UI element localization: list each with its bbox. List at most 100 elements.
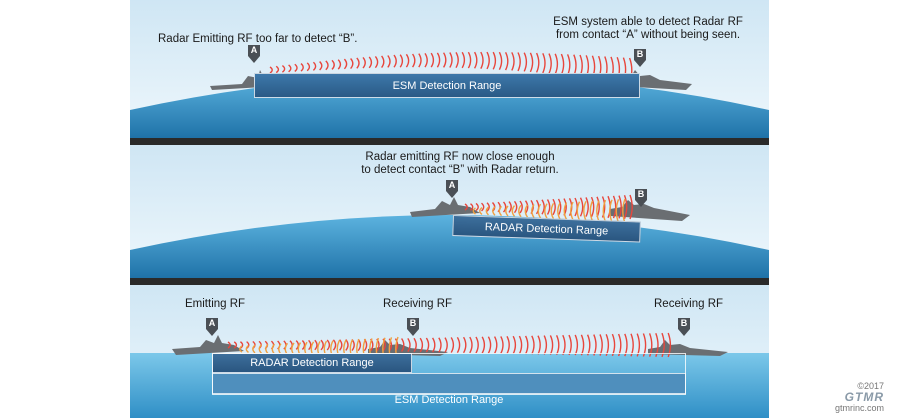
radar-wave-arc [419, 337, 424, 353]
marker-b-far: B [677, 317, 691, 337]
radar-wave-arc [461, 51, 466, 69]
radar-wave-arc [529, 52, 534, 73]
radar-wave-arc [517, 52, 521, 72]
radar-wave-arc [552, 198, 556, 216]
return-wave-arc [498, 205, 503, 217]
label-emitting-rf: Emitting RF [185, 298, 246, 310]
radar-wave-arc [418, 53, 422, 68]
radar-wave-arc [470, 203, 474, 211]
radar-wave-arc [456, 336, 461, 354]
radar-wave-arc [498, 51, 503, 70]
ship-a [410, 197, 480, 217]
radar-wave-arc [585, 197, 589, 217]
caption-radar-line-1: Radar emitting RF now close enough [365, 151, 555, 163]
radar-wave-arc [629, 194, 633, 220]
caption-close-enough: Radar emitting RF now close enough to de… [325, 151, 595, 177]
radar-wave-arc [314, 339, 318, 351]
radar-wave-arc [636, 333, 641, 357]
radar-wave-arc [430, 52, 435, 68]
return-wave-arc [544, 203, 548, 219]
radar-wave-arc [449, 52, 453, 68]
panel-1-scene [130, 0, 769, 138]
radar-wave-arc [362, 56, 366, 69]
radar-wave-arc [326, 339, 331, 351]
radar-wave-arc [239, 341, 244, 349]
radar-wave-arc [518, 335, 523, 355]
radar-wave-arc [320, 339, 324, 351]
radar-wave-arc [624, 333, 628, 357]
radar-wave-arc [331, 59, 335, 70]
radar-wave-arc [500, 336, 504, 354]
radar-wave-arc [269, 66, 273, 74]
radar-wave-arc [612, 195, 617, 219]
radar-wave-arc [537, 335, 541, 355]
ship-b-far [648, 340, 728, 356]
esm-detection-range: ESM Detection Range [254, 73, 640, 98]
radar-wave-arc [405, 53, 410, 68]
radar-wave-arc [339, 339, 343, 351]
return-wave-arc [485, 206, 489, 216]
radar-wave-arc [374, 55, 379, 69]
radar-wave-arc [412, 53, 416, 68]
radar-wave-arc [667, 332, 672, 358]
caption-too-far: Radar Emitting RF too far to detect “B”. [158, 33, 358, 45]
radar-wave-arc [399, 54, 404, 68]
marker-b: B [633, 48, 647, 68]
radar-wave-arc [281, 65, 286, 73]
radar-wave-arc [431, 337, 436, 353]
caption-esm-line-2: from contact “A” without being seen. [555, 29, 741, 41]
return-wave-arc [524, 204, 529, 218]
website-text: gtmrinc.com [834, 403, 884, 413]
caption-esm-detects: ESM system able to detect Radar RF from … [538, 16, 758, 42]
radar-wave-arc [356, 57, 360, 69]
radar-wave-arc [630, 333, 634, 357]
return-wave-arc [505, 205, 509, 217]
radar-wave-arc [519, 200, 523, 214]
marker-b-near: B [406, 317, 420, 337]
ship-b [610, 200, 690, 221]
radar-wave-arc [469, 336, 473, 354]
radar-wave-arc [502, 201, 507, 213]
radar-wave-arc [436, 52, 441, 68]
divider-1 [130, 138, 769, 145]
radar-wave-arc [300, 63, 304, 72]
radar-range-label: RADAR Detection Range [484, 220, 609, 237]
radar-wave-arc [306, 62, 311, 72]
radar-wave-arc [455, 52, 459, 69]
radar-wave-arc [642, 333, 647, 357]
radar-wave-arc [523, 52, 528, 72]
radar-wave-arc [407, 337, 411, 353]
radar-wave-arc [557, 198, 562, 216]
radar-wave-arc [343, 58, 348, 70]
radar-wave-arc [275, 65, 280, 74]
radar-wave-arc [504, 51, 509, 71]
return-wave-arc [531, 204, 535, 218]
radar-wave-arc [542, 52, 546, 74]
return-wave-arc [492, 206, 496, 216]
radar-wave-arc [288, 64, 292, 73]
radar-wave-arc [393, 54, 397, 68]
radar-wave-arc [661, 332, 665, 358]
radar-wave-arc [535, 52, 540, 73]
radar-wave-arc [655, 333, 659, 357]
caption-radar-line-2: to detect contact “B” with Radar return. [361, 164, 559, 176]
label-receiving-rf-far: Receiving RF [654, 298, 724, 310]
radar-wave-arc [475, 202, 479, 212]
ship-b-near [368, 340, 448, 356]
radar-wave-arc [401, 338, 405, 352]
radar-wave-arc [312, 61, 317, 71]
radar-wave-arc [480, 51, 484, 69]
marker-a: A [445, 179, 459, 199]
esm-detection-range: ESM Detection Range [212, 373, 686, 406]
radar-wave-arc [554, 53, 559, 75]
return-wave-arc [537, 203, 542, 219]
marker-a: A [247, 44, 261, 64]
radar-wave-arc [442, 52, 447, 68]
ship-a [172, 335, 244, 355]
radar-wave-arc [424, 52, 428, 68]
radar-wave-arc [350, 58, 354, 70]
radar-wave-arc [227, 341, 231, 349]
radar-wave-arc [387, 55, 391, 68]
radar-wave-arc [337, 59, 342, 70]
radar-wave-arc [481, 202, 485, 212]
